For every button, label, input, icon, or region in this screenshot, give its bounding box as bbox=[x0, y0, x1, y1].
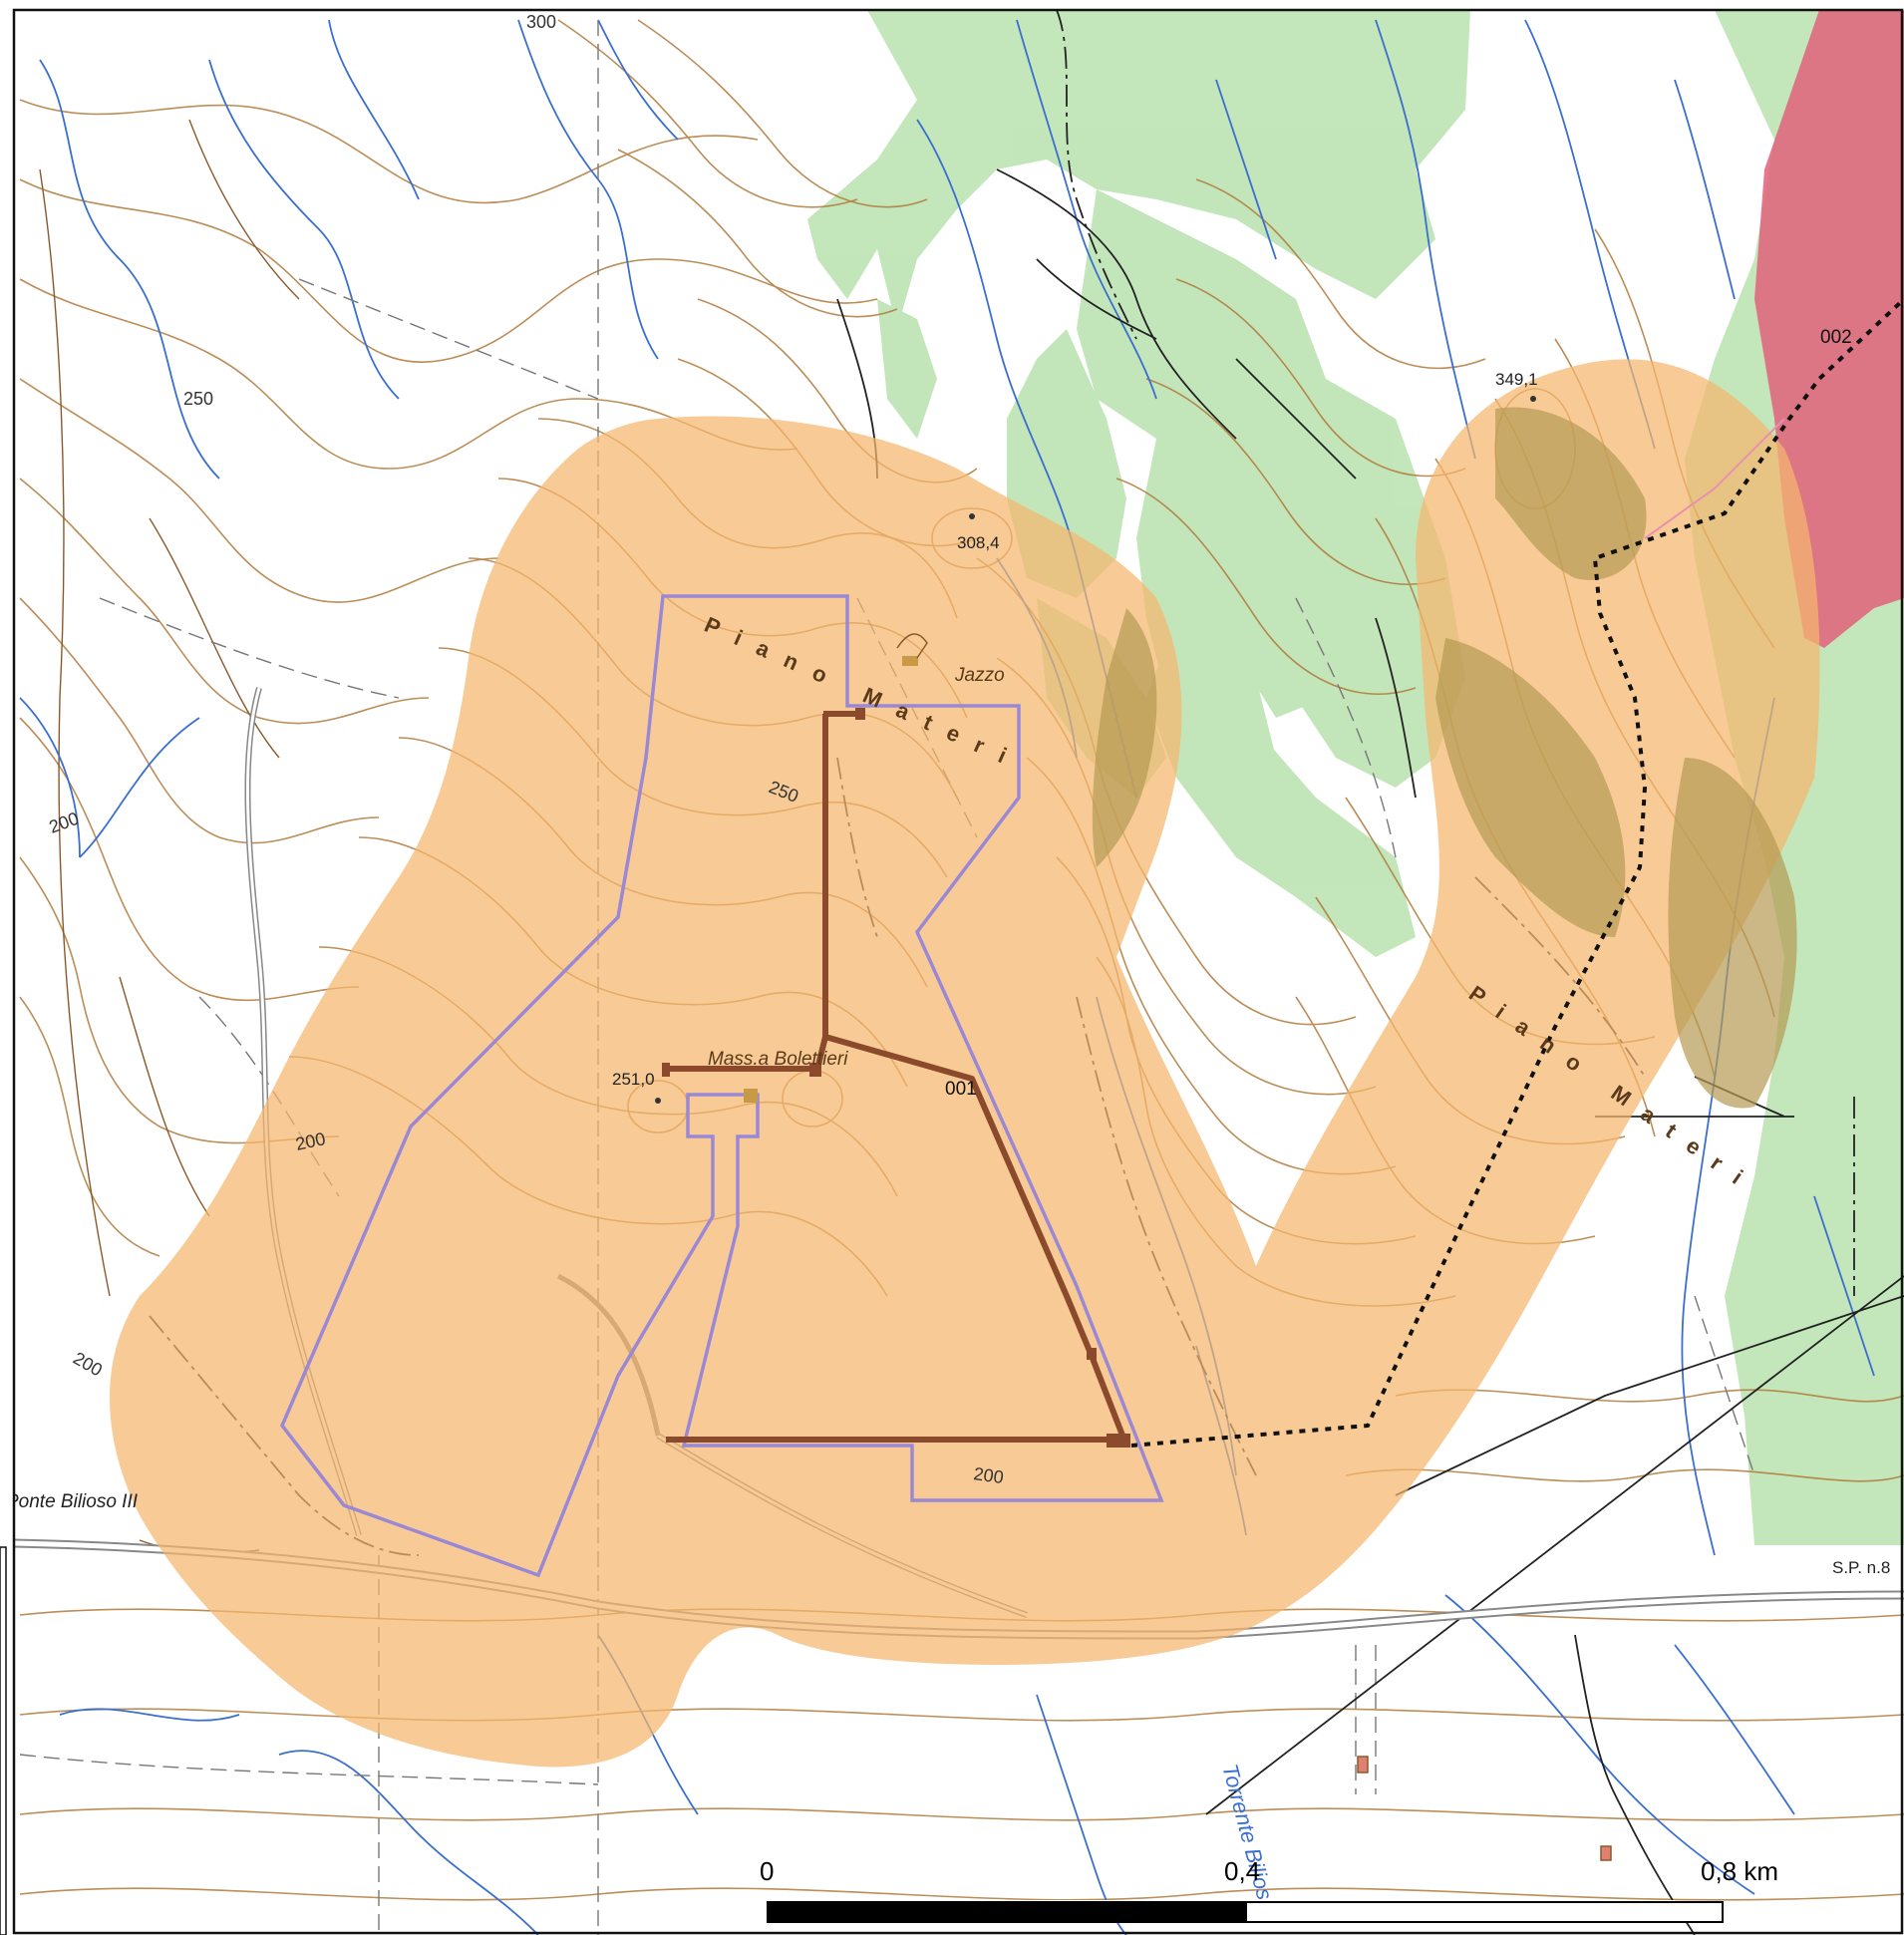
place-masseria: Mass.a Bolettieri bbox=[708, 1049, 848, 1070]
contour-label-250-west: 250 bbox=[183, 389, 213, 409]
scale-label-mid: 0,4 bbox=[1224, 1856, 1260, 1886]
place-jazzo: Jazzo bbox=[954, 665, 1005, 686]
pink-line bbox=[1644, 418, 1785, 539]
legend-fragment bbox=[0, 1546, 7, 1935]
spot-height-308: 308,4 bbox=[957, 533, 1000, 552]
contour-label-300: 300 bbox=[526, 12, 556, 32]
place-ponte-bilioso: Ponte Bilioso III bbox=[6, 1491, 139, 1512]
spot-height-dots bbox=[655, 396, 1536, 1104]
spot-height-251: 251,0 bbox=[612, 1070, 655, 1089]
feature-ids: 001 002 bbox=[945, 327, 1852, 1100]
buffer-zones bbox=[110, 359, 1820, 1768]
external-connection bbox=[1130, 297, 1904, 1448]
map-frame bbox=[12, 8, 1904, 1935]
site-boundary bbox=[279, 594, 1164, 1578]
scale-label-end: 0,8 km bbox=[1701, 1856, 1778, 1886]
scale-label-0: 0 bbox=[760, 1856, 774, 1886]
spot-heights: 308,4 349,1 251,0 bbox=[612, 370, 1538, 1089]
overlap-areas bbox=[1092, 407, 1797, 1109]
feature-id-002: 002 bbox=[1820, 327, 1852, 348]
contour-label-200-site: 200 bbox=[972, 1463, 1005, 1487]
scale-bar: 0 0,4 0,8 km bbox=[760, 1856, 1778, 1923]
cable-nodes bbox=[662, 656, 1130, 1448]
road-label: S.P. n.8 bbox=[1832, 1558, 1890, 1577]
spot-height-349: 349,1 bbox=[1495, 370, 1538, 389]
feature-id-001: 001 bbox=[945, 1079, 977, 1100]
structures bbox=[896, 633, 1612, 1861]
